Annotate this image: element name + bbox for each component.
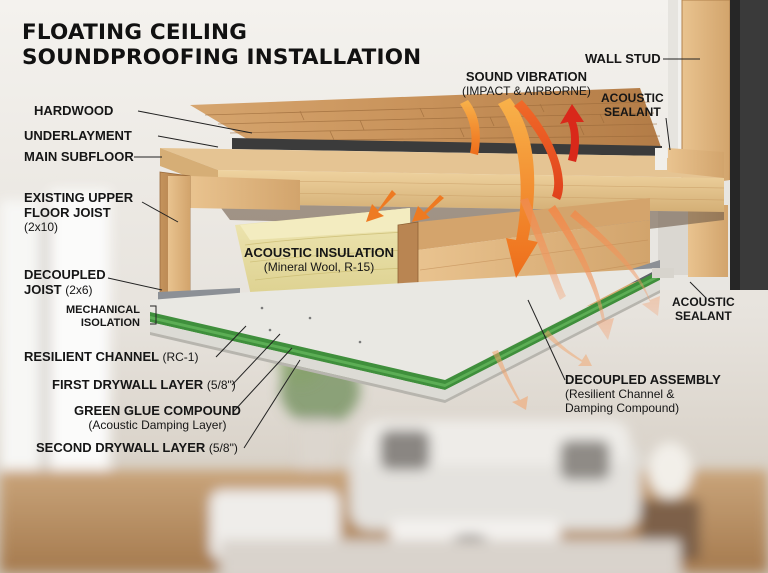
label-sound-vibration-name: SOUND VIBRATION [462, 70, 591, 85]
label-acoustic-sealant-bottom-2: SEALANT [672, 310, 735, 324]
label-green-glue: GREEN GLUE COMPOUND (Acoustic Damping La… [74, 404, 241, 433]
title-line-1: FLOATING CEILING [22, 20, 421, 45]
label-first-drywall-size: (5/8") [207, 378, 236, 392]
label-hardwood: HARDWOOD [34, 104, 113, 119]
label-green-glue-name: GREEN GLUE COMPOUND [74, 404, 241, 419]
label-first-drywall: FIRST DRYWALL LAYER (5/8") [52, 378, 236, 393]
label-existing-joist: EXISTING UPPER FLOOR JOIST (2x10) [24, 191, 133, 235]
label-acoustic-sealant-top: ACOUSTIC SEALANT [601, 92, 664, 120]
label-resilient-channel: RESILIENT CHANNEL (RC-1) [24, 350, 198, 365]
label-existing-joist-size: (2x10) [24, 221, 133, 235]
label-decoupled-assembly-desc1: (Resilient Channel & [565, 388, 721, 402]
label-acoustic-sealant-top-2: SEALANT [601, 106, 664, 120]
label-resilient-channel-name: RESILIENT CHANNEL [24, 349, 159, 364]
label-insulation-name: ACOUSTIC INSULATION [244, 246, 394, 261]
label-acoustic-sealant-bottom: ACOUSTIC SEALANT [672, 296, 735, 324]
label-decoupled-joist-line2: JOIST [24, 282, 62, 297]
label-insulation-desc: (Mineral Wool, R-15) [244, 261, 394, 275]
label-second-drywall: SECOND DRYWALL LAYER (5/8") [36, 441, 238, 456]
label-decoupled-joist-size: (2x6) [65, 283, 92, 297]
label-decoupled-assembly-desc2: Damping Compound) [565, 402, 721, 416]
label-decoupled-assembly-name: DECOUPLED ASSEMBLY [565, 373, 721, 388]
label-mech-iso-line1: MECHANICAL [66, 304, 140, 317]
label-acoustic-sealant-bottom-1: ACOUSTIC [672, 296, 735, 310]
label-decoupled-joist-line1: DECOUPLED [24, 268, 106, 283]
label-wall-stud: WALL STUD [585, 52, 661, 67]
label-decoupled-assembly: DECOUPLED ASSEMBLY (Resilient Channel & … [565, 373, 721, 416]
label-sound-vibration-desc: (IMPACT & AIRBORNE) [462, 85, 591, 99]
label-resilient-channel-code: (RC-1) [162, 350, 198, 364]
label-existing-joist-line2: FLOOR JOIST [24, 206, 133, 221]
acoustic-sealant-bottom [652, 268, 674, 278]
label-green-glue-desc: (Acoustic Damping Layer) [74, 419, 241, 433]
label-main-subfloor: MAIN SUBFLOOR [24, 150, 134, 165]
label-mechanical-isolation: MECHANICAL ISOLATION [66, 304, 140, 329]
title-line-2: SOUNDPROOFING INSTALLATION [22, 45, 421, 70]
label-decoupled-joist: DECOUPLED JOIST (2x6) [24, 268, 106, 298]
label-acoustic-insulation: ACOUSTIC INSULATION (Mineral Wool, R-15) [244, 246, 394, 275]
label-first-drywall-name: FIRST DRYWALL LAYER [52, 377, 203, 392]
label-second-drywall-size: (5/8") [209, 441, 238, 455]
label-underlayment: UNDERLAYMENT [24, 129, 132, 144]
label-second-drywall-name: SECOND DRYWALL LAYER [36, 440, 205, 455]
label-existing-joist-line1: EXISTING UPPER [24, 191, 133, 206]
label-sound-vibration: SOUND VIBRATION (IMPACT & AIRBORNE) [462, 70, 591, 99]
label-acoustic-sealant-top-1: ACOUSTIC [601, 92, 664, 106]
page-title: FLOATING CEILING SOUNDPROOFING INSTALLAT… [22, 20, 421, 70]
label-mech-iso-line2: ISOLATION [66, 317, 140, 330]
